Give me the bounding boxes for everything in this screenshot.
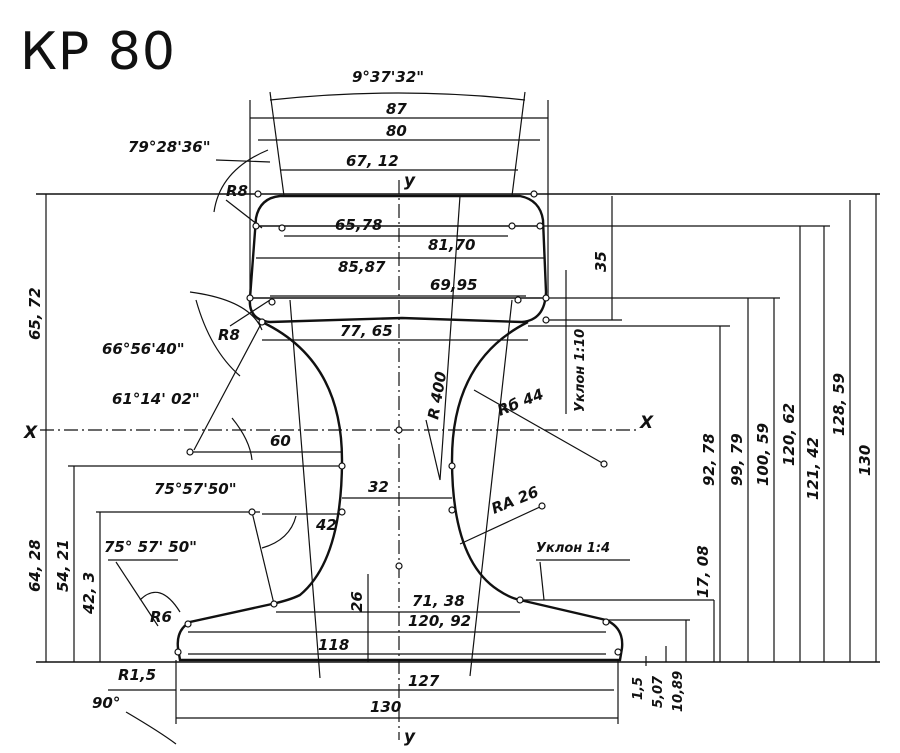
note-slope-head: Уклон 1:10 [573,329,588,412]
angle-head-underside: 66°56'40" [102,340,185,358]
y-axis-label-bottom: y [404,727,416,747]
dim-120-62: 120, 62 [780,403,798,466]
y-axis-label-top: y [404,171,416,191]
angle-head-corner: 79°28'36" [128,138,211,156]
dim-26: 26 [348,591,366,612]
ext-taper-right [511,91,526,197]
arc-90 [108,689,177,745]
dim-54-21: 54, 21 [54,539,72,592]
ext-taper-left [269,91,285,197]
dim-arc-taper [269,92,526,101]
dim-92-78: 92, 78 [700,433,718,486]
rail-web-right [450,320,529,602]
leader-ra26 [459,505,543,545]
reference-points [174,190,622,656]
arc-foot [108,559,181,627]
angle-foot-edge: 90° [92,694,120,712]
dim-1-5: 1,5 [631,677,646,700]
dim-65-78: 65,78 [335,216,382,234]
radius-r8-top: R8 [226,182,248,200]
dim-80: 80 [386,122,407,140]
arc-79 [213,149,269,213]
dim-130: 130 [856,445,874,476]
dim-77-65: 77, 65 [340,322,393,340]
dim-118: 118 [318,636,349,654]
dim-85-87: 85,87 [338,258,386,276]
arc-61 [193,321,263,461]
leader-slope-foot [536,559,630,601]
radius-ra26: RА 26 [489,483,541,518]
arc-66 [189,291,263,377]
arc-75-web [251,511,297,605]
dim-10-89: 10,89 [671,671,686,712]
r400-construction [289,299,513,679]
dim-127: 127 [408,672,440,690]
dim-60: 60 [270,432,291,450]
radius-r8-lower: R8 [218,326,240,344]
leader-r400 [425,195,461,481]
dim-100-59: 100, 59 [754,423,772,486]
radius-r1-5: R1,5 [118,666,156,684]
dim-71-38: 71, 38 [412,592,465,610]
note-slope-foot: Уклон 1:4 [536,541,610,556]
dim-120-92: 120, 92 [408,612,471,630]
angle-top-taper: 9°37'32" [352,68,424,86]
dim-81-70: 81,70 [428,236,475,254]
angle-web-upper: 61°14' 02" [112,390,200,408]
x-axis-label-left: X [23,423,38,443]
angle-foot-left: 75° 57' 50" [104,538,197,556]
dim-64-28: 64, 28 [26,539,44,592]
x-axis-label-right: X [639,413,654,433]
rail-outline [248,194,548,324]
rail-foot [176,598,624,662]
dim-128-59: 128, 59 [830,373,848,436]
dim-99-79: 99, 79 [728,433,746,486]
rail-head-inner [250,225,546,299]
dim-87: 87 [386,100,407,118]
dim-42: 42 [315,516,337,534]
dim-42-3: 42, 3 [80,572,98,615]
angle-web-lower: 75°57'50" [154,480,237,498]
dim-35: 35 [592,251,610,272]
leader-rb44 [473,389,605,465]
dim-32: 32 [368,478,389,496]
rail-title: КР 80 [20,22,176,82]
dim-65-72: 65, 72 [26,287,44,340]
dim-17-08: 17, 08 [694,545,712,598]
leader-79 [215,159,271,163]
dim-67-12: 67, 12 [346,152,399,170]
dim-130-base: 130 [370,698,401,716]
rail-web-left [261,320,344,606]
dim-121-42: 121, 42 [804,437,822,500]
dim-5-07: 5,07 [651,675,666,708]
radius-r6: R6 [150,608,172,626]
